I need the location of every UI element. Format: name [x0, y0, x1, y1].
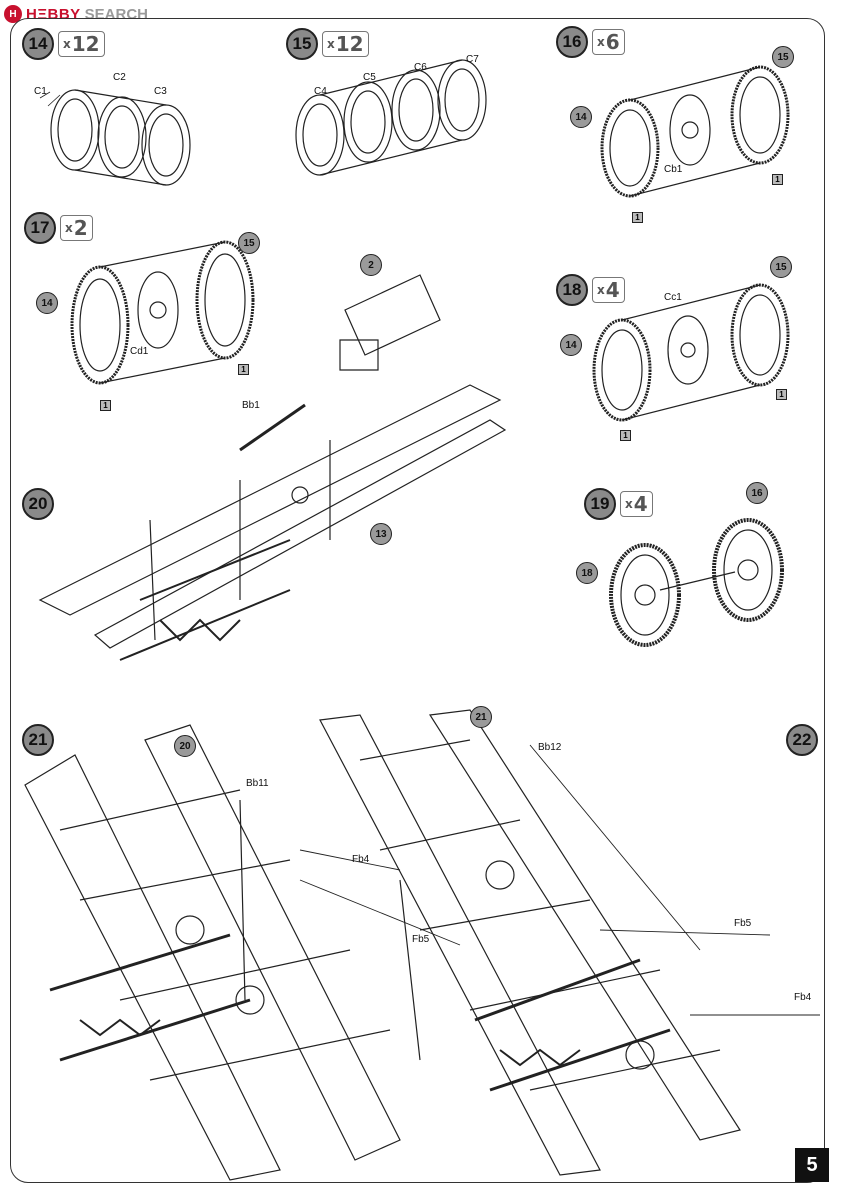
- page-number: 5: [795, 1148, 829, 1182]
- step-number: 15: [286, 28, 318, 60]
- step-22-header: 22: [786, 724, 818, 756]
- part-label-cb1: Cb1: [664, 164, 683, 175]
- part-label-cd1: Cd1: [130, 346, 149, 357]
- logo-mark-icon: H: [4, 5, 22, 23]
- part-label-cc1: Cc1: [664, 292, 682, 303]
- marker-square: 1: [620, 430, 631, 441]
- step-number: 14: [22, 28, 54, 60]
- step-21-header: 21: [22, 724, 54, 756]
- part-label-c4: C4: [314, 86, 327, 97]
- callout-step-15: 15: [238, 232, 260, 254]
- step-number: 18: [556, 274, 588, 306]
- marker-square: 1: [632, 212, 643, 223]
- part-label-fb5: Fb5: [734, 918, 752, 929]
- part-label-c5: C5: [363, 72, 376, 83]
- step-number: 21: [22, 724, 54, 756]
- callout-step-15: 15: [772, 46, 794, 68]
- part-label-c7: C7: [466, 54, 479, 65]
- part-label-bb12: Bb12: [538, 742, 562, 753]
- step-number: 22: [786, 724, 818, 756]
- step14-rings: [40, 90, 190, 185]
- part-label-fb4: Fb4: [352, 854, 370, 865]
- step22-chassis: [320, 710, 820, 1175]
- marker-square: 1: [776, 389, 787, 400]
- step-number: 19: [584, 488, 616, 520]
- callout-step-16: 16: [746, 482, 768, 504]
- step20-chassis: [40, 275, 505, 660]
- step19-wheels: [611, 520, 782, 645]
- step-20-header: 20: [22, 488, 54, 520]
- callout-step-20: 20: [174, 735, 196, 757]
- part-label-fb5: Fb5: [412, 934, 430, 945]
- callout-step-21: 21: [470, 706, 492, 728]
- part-label-c6: C6: [414, 62, 427, 73]
- step-number: 16: [556, 26, 588, 58]
- part-label-fb4: Fb4: [794, 992, 812, 1003]
- step-number: 20: [22, 488, 54, 520]
- marker-square: 1: [772, 174, 783, 185]
- step17-wheel: [72, 242, 253, 383]
- step21-chassis: [25, 725, 460, 1180]
- callout-step-15: 15: [770, 256, 792, 278]
- part-label-c3: C3: [154, 86, 167, 97]
- callout-step-14: 14: [560, 334, 582, 356]
- part-label-c2: C2: [113, 72, 126, 83]
- marker-square: 1: [238, 364, 249, 375]
- part-label-bb11: Bb11: [246, 778, 269, 789]
- part-label-c1: C1: [34, 86, 47, 97]
- callout-step-14: 14: [570, 106, 592, 128]
- callout-step-2: 2: [360, 254, 382, 276]
- step-number: 17: [24, 212, 56, 244]
- step15-rings: [296, 60, 486, 175]
- step18-wheel: [594, 285, 788, 420]
- callout-step-13: 13: [370, 523, 392, 545]
- marker-square: 1: [100, 400, 111, 411]
- step16-wheel: [602, 67, 788, 196]
- part-label-bb1: Bb1: [242, 400, 260, 411]
- page-frame: [10, 18, 825, 1183]
- callout-step-18: 18: [576, 562, 598, 584]
- callout-step-14: 14: [36, 292, 58, 314]
